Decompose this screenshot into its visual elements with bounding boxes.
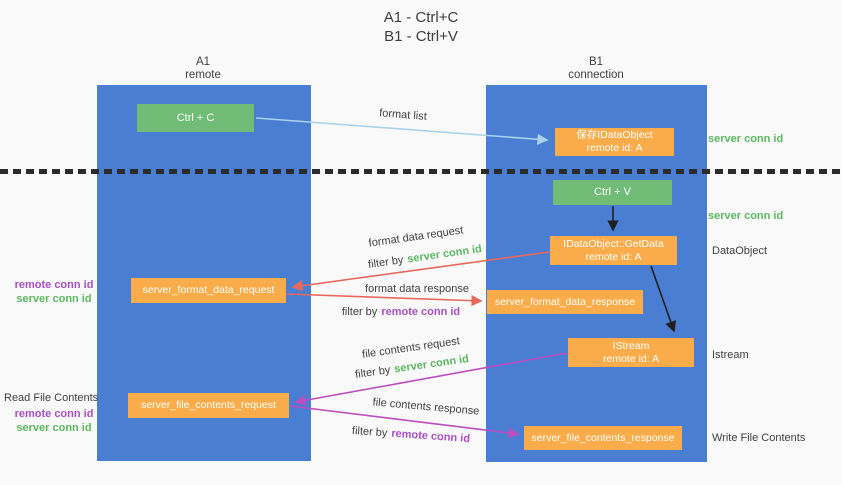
conn-id-stack-format: remote conn id server conn id <box>12 278 96 306</box>
lifeline-a1-subtitle: remote <box>185 69 221 81</box>
remote-conn-id-key: remote conn id <box>381 306 461 318</box>
ctrl-v-label: Ctrl + V <box>594 186 631 198</box>
filter-by-text: filter by <box>341 306 378 318</box>
getdata-line1: IDataObject::GetData <box>563 237 664 250</box>
server-conn-id-annotation-top: server conn id <box>708 133 784 145</box>
save-dataobject-node: 保存IDataObject remote id: A <box>555 128 674 156</box>
machine-boundary-dotted-line <box>0 169 842 174</box>
remote-conn-id-label: remote conn id <box>14 279 94 291</box>
format-list-label: format list <box>378 107 428 123</box>
read-file-contents-annotation: Read File Contents <box>4 392 99 404</box>
server-conn-id-label: server conn id <box>16 422 92 434</box>
istream-line2: remote id: A <box>602 352 660 365</box>
dataobject-annotation: DataObject <box>712 245 768 257</box>
filter-by-text: filter by <box>354 364 392 381</box>
server-file-contents-response-label: server_file_contents_response <box>531 431 675 444</box>
istream-line1: IStream <box>612 339 650 352</box>
filter-by-text: filter by <box>351 424 388 440</box>
server-format-data-request-label: server_format_data_request <box>142 284 275 296</box>
getdata-line2: remote id: A <box>585 250 642 263</box>
idataobject-getdata-node: IDataObject::GetData remote id: A <box>550 236 677 265</box>
write-file-contents-annotation: Write File Contents <box>712 432 806 444</box>
title-line-1: A1 - Ctrl+C <box>383 9 459 26</box>
save-dataobject-line1: 保存IDataObject <box>576 129 653 141</box>
ctrl-c-action: Ctrl + C <box>137 104 254 132</box>
server-format-data-response-label: server_format_data_response <box>494 295 636 308</box>
file-contents-response-label: file contents response <box>372 396 480 418</box>
title-line-2: B1 - Ctrl+V <box>384 28 458 45</box>
ctrl-c-label: Ctrl + C <box>176 111 215 124</box>
save-dataobject-line2: remote id: A <box>586 142 643 154</box>
ctrl-v-action: Ctrl + V <box>553 180 672 205</box>
istream-node: IStream remote id: A <box>568 338 694 367</box>
conn-id-stack-file: remote conn id server conn id <box>12 407 96 435</box>
server-conn-id-key: server conn id <box>406 243 483 266</box>
remote-conn-id-key: remote conn id <box>390 427 471 446</box>
server-conn-id-label: server conn id <box>16 293 92 305</box>
server-format-data-request-node: server_format_data_request <box>131 278 286 303</box>
server-conn-id-key: server conn id <box>393 353 470 376</box>
istream-annotation: Istream <box>712 349 749 361</box>
lifeline-b1-subtitle: connection <box>568 69 624 81</box>
server-conn-id-annotation-mid: server conn id <box>708 210 784 222</box>
diagram-title: A1 - Ctrl+C B1 - Ctrl+V <box>0 8 842 46</box>
remote-conn-id-label: remote conn id <box>14 408 94 420</box>
lifeline-header-b1: B1 connection <box>536 56 656 82</box>
server-file-contents-request-label: server_file_contents_request <box>141 399 276 411</box>
lifeline-b1-title: B1 <box>588 56 604 68</box>
server-file-contents-response-node: server_file_contents_response <box>524 426 682 450</box>
lifeline-header-a1: A1 remote <box>143 56 263 82</box>
format-data-response-label: format data response <box>365 283 469 295</box>
format-data-response-arrow <box>286 293 483 307</box>
filter-by-text: filter by <box>367 254 405 271</box>
server-format-data-response-node: server_format_data_response <box>487 290 643 314</box>
lifeline-a1-title: A1 <box>195 56 211 68</box>
server-file-contents-request-node: server_file_contents_request <box>128 393 289 418</box>
